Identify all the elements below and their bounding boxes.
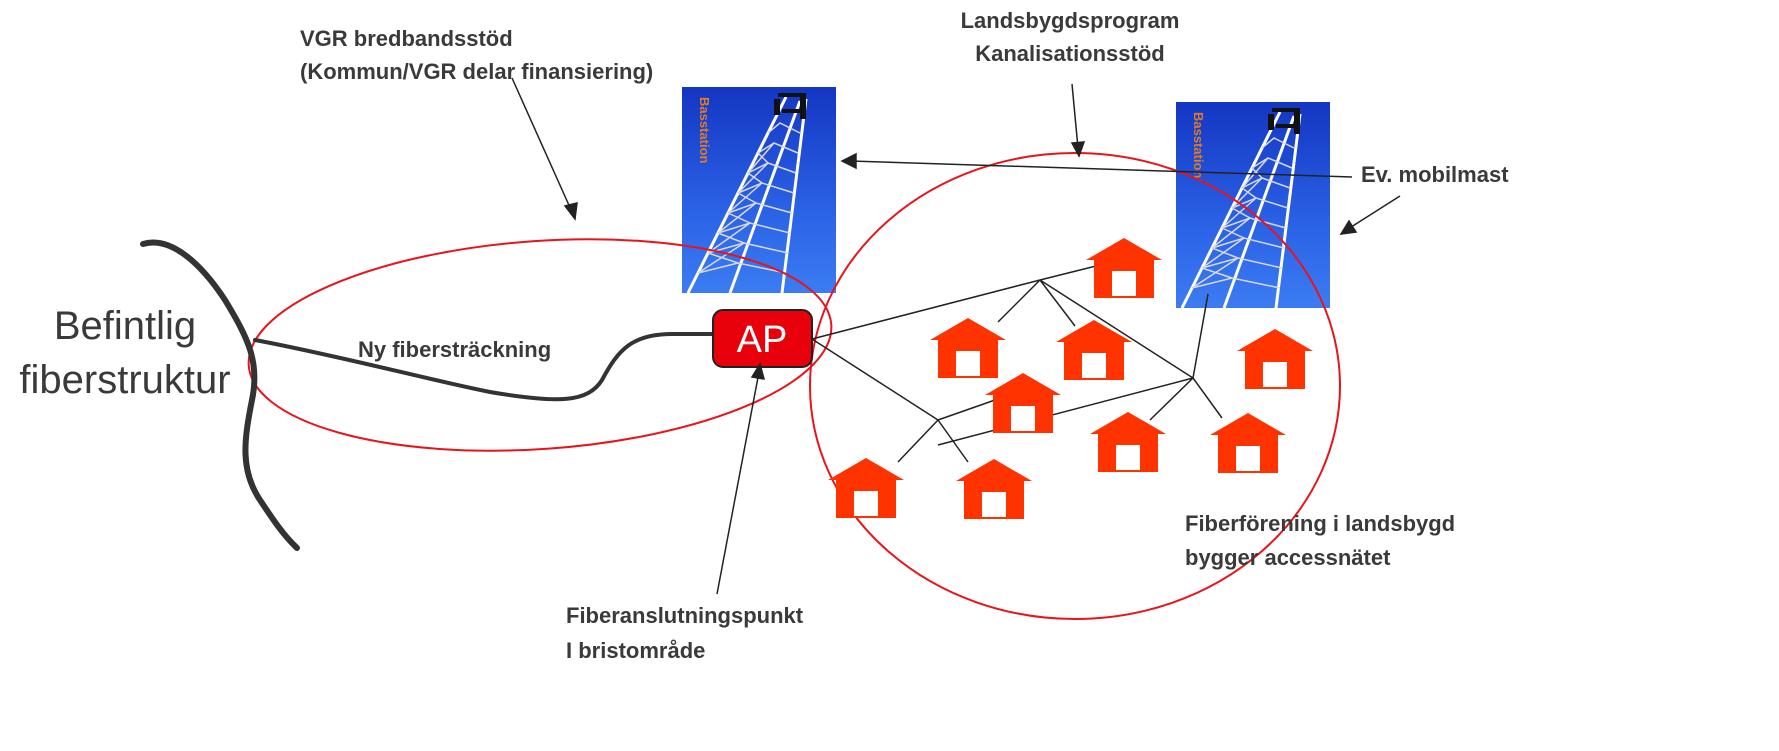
- annotation-arrows: [511, 77, 1401, 595]
- house-icon: [828, 458, 904, 518]
- access-point-ap: AP: [712, 309, 813, 368]
- mobile-mast-photo-left: Basstation: [680, 85, 838, 295]
- house-icon: [1090, 412, 1166, 472]
- house-icon: [930, 318, 1006, 378]
- lbp-label: Landsbygdsprogram: [961, 8, 1180, 33]
- house-icon: [1086, 238, 1162, 298]
- vgr-support-label: VGR bredbandsstöd: [300, 26, 513, 51]
- lbp-label-2: Kanalisationsstöd: [975, 41, 1164, 66]
- mobile-mast-photo-right: Basstation: [1174, 100, 1332, 310]
- house-icon: [956, 459, 1032, 519]
- connection-point-label-2: I bristområde: [566, 638, 705, 663]
- existing-fiber-line: [140, 239, 300, 551]
- mast-photo-caption: Basstation: [697, 97, 712, 164]
- house-icon: [1210, 413, 1286, 473]
- fiber-association-label: Fiberförening i landsbygd: [1185, 511, 1455, 536]
- access-network-lines: [811, 264, 1223, 463]
- connection-point-label: Fiberanslutningspunkt: [566, 603, 804, 628]
- house-icon: [1237, 329, 1313, 389]
- existing-fiber-label-2: fiberstruktur: [19, 358, 230, 402]
- house-icon: [1056, 320, 1132, 380]
- new-fiber-line: [253, 332, 714, 402]
- vgr-support-area: [247, 238, 833, 452]
- mast-photo-caption: Basstation: [1191, 112, 1206, 179]
- mobile-mast-label: Ev. mobilmast: [1361, 162, 1509, 187]
- vgr-support-label-2: (Kommun/VGR delar finansiering): [300, 59, 653, 84]
- landsbygd-area: [809, 152, 1341, 620]
- new-fiber-label: Ny fibersträckning: [358, 337, 551, 362]
- fiber-association-label-2: bygger accessnätet: [1185, 545, 1391, 570]
- ap-label: AP: [737, 319, 788, 361]
- existing-fiber-label: Befintlig: [54, 304, 196, 348]
- house-icon: [985, 373, 1061, 433]
